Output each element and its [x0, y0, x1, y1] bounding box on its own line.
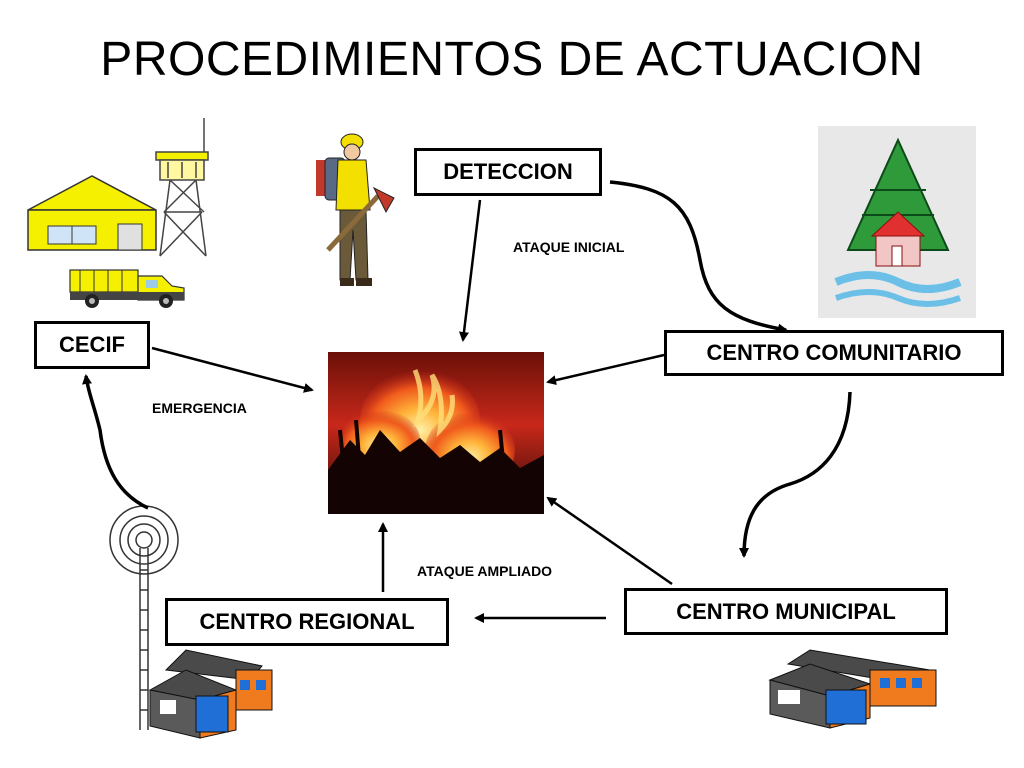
- firefighter-icon: [316, 133, 395, 286]
- arrow-community-to-fire: [546, 353, 665, 386]
- municipal-building-icon: [768, 649, 937, 729]
- forest-fire-image: [328, 352, 544, 514]
- truck-icon: [69, 269, 185, 308]
- arrow-community-to-municipal: [739, 391, 852, 558]
- arrow-municipal-to-fire: [546, 496, 673, 586]
- initial-attack-label: ATAQUE INICIAL: [513, 239, 625, 255]
- community-center-node: CENTRO COMUNITARIO: [664, 330, 1004, 376]
- page-title: PROCEDIMIENTOS DE ACTUACION: [100, 33, 924, 86]
- regional-building-icon: [148, 649, 273, 739]
- regional-center-node: CENTRO REGIONAL: [165, 598, 449, 646]
- watch-tower-icon: [155, 118, 209, 257]
- community-logo-icon: [818, 126, 976, 318]
- arrow-detection-to-community: [609, 180, 788, 334]
- connectors: [82, 180, 852, 623]
- arrow-antenna-to-cecif: [82, 374, 149, 510]
- municipal-center-node: CENTRO MUNICIPAL: [624, 588, 948, 635]
- arrow-cecif-to-fire: [151, 346, 314, 393]
- fire-station-icon: [27, 175, 157, 251]
- arrow-detection-to-fire: [459, 199, 482, 342]
- extended-attack-label: ATAQUE AMPLIADO: [417, 563, 553, 579]
- detection-node: DETECCION: [414, 148, 602, 196]
- emergency-label: EMERGENCIA: [152, 400, 247, 416]
- cecif-node: CECIF: [34, 321, 150, 369]
- radio-antenna-icon: [109, 505, 179, 730]
